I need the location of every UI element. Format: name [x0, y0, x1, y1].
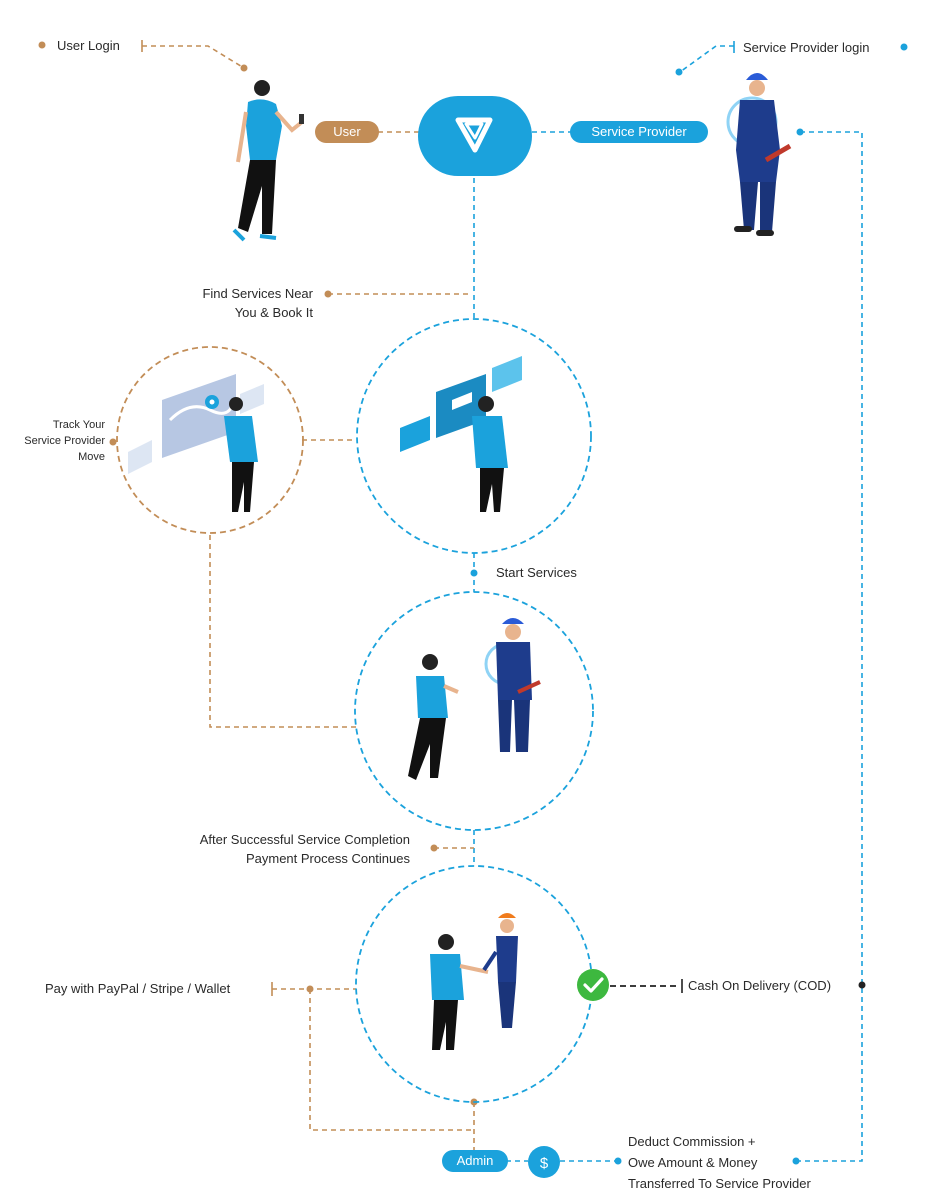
payment-circle	[355, 865, 593, 1103]
user-meets-provider-illustration	[408, 618, 541, 780]
user-pill[interactable]: User	[315, 121, 379, 143]
check-icon	[577, 969, 609, 1001]
pay-connector	[272, 988, 474, 1131]
pay-options-label: Pay with PayPal / Stripe / Wallet	[45, 981, 231, 996]
user-figure	[232, 80, 304, 242]
admin-pill[interactable]: Admin	[442, 1150, 508, 1172]
dollar-icon[interactable]: $	[528, 1146, 560, 1178]
dollar-symbol: $	[540, 1155, 549, 1172]
after-service-label-line1: After Successful Service Completion	[199, 832, 410, 847]
app-logo-icon	[455, 117, 493, 153]
service-provider-figure	[726, 73, 792, 236]
connector-dots	[38, 41, 908, 1165]
track-label-line1: Track Your	[52, 419, 105, 431]
handshake-illustration	[430, 913, 518, 1050]
sp-payout-connector	[796, 131, 863, 1162]
deduct-label-line1: Deduct Commission +	[628, 1134, 756, 1149]
find-services-label-line1: Find Services Near	[202, 286, 313, 301]
track-label-line3: Move	[78, 451, 105, 463]
track-label-line2: Service Provider	[24, 435, 105, 447]
find-services-label-line2: You & Book It	[234, 305, 313, 320]
sp-login-connector	[679, 45, 734, 73]
track-circle	[116, 346, 304, 534]
after-service-label-line2: Payment Process Continues	[245, 851, 410, 866]
deduct-label-line2: Owe Amount & Money	[628, 1155, 758, 1170]
service-provider-pill[interactable]: Service Provider	[570, 121, 708, 143]
app-logo-badge[interactable]	[418, 96, 532, 176]
map-tracking-illustration	[128, 374, 264, 512]
user-login-connector	[142, 45, 245, 69]
service-selection-illustration	[400, 356, 522, 512]
start-services-label: Start Services	[496, 565, 577, 580]
track-return-connector	[209, 535, 356, 728]
find-services-circle	[356, 318, 592, 554]
deduct-label-line3: Transferred To Service Provider	[628, 1176, 811, 1191]
user-login-label: User Login	[57, 38, 120, 53]
start-services-circle	[354, 591, 594, 831]
cod-label: Cash On Delivery (COD)	[688, 978, 832, 993]
sp-login-label: Service Provider login	[743, 40, 870, 55]
location-pin-icon	[205, 395, 219, 409]
